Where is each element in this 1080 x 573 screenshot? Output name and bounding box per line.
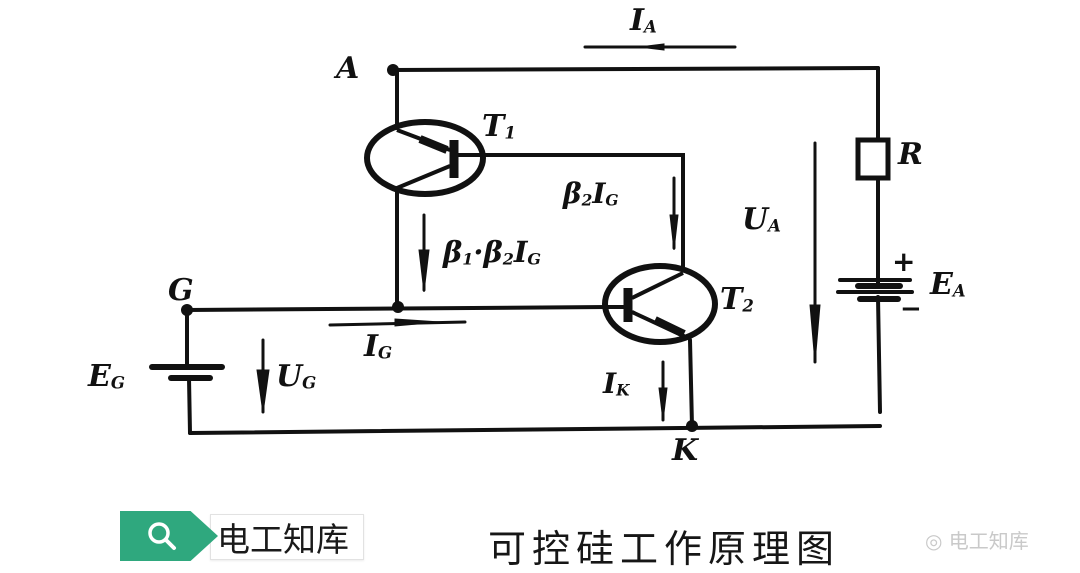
node-g-label: G	[168, 273, 194, 308]
resistor-label: R	[898, 137, 923, 172]
t2-collector-current-label: β2IG	[563, 177, 619, 210]
anode-battery-symbol	[836, 278, 914, 302]
search-badge-label: 电工知库	[210, 514, 364, 560]
search-badge[interactable]: 电工知库	[120, 511, 364, 561]
t1-transistor-symbol	[364, 119, 486, 197]
cathode-current-label: IK	[603, 367, 630, 400]
gate-source-label: EG	[88, 359, 125, 394]
resistor-symbol	[855, 137, 891, 181]
search-icon	[148, 522, 176, 550]
t2-label: T2	[720, 282, 754, 317]
minus-sign: −	[900, 294, 922, 324]
node-k-label: K	[672, 433, 699, 468]
t2-transistor-symbol	[602, 263, 718, 345]
node-a-label: A	[336, 51, 360, 86]
watermark: ◎ 电工知库	[925, 529, 1029, 553]
node-k-dot	[686, 420, 698, 432]
cathode-wire	[188, 424, 882, 435]
anode-source-label: EA	[930, 267, 966, 302]
gate-current-label: IG	[364, 329, 393, 364]
node-a-dot	[387, 64, 399, 76]
junction-dot	[392, 301, 404, 313]
gate-battery-symbol	[149, 364, 225, 381]
search-badge-icon-box	[120, 511, 218, 561]
right-rail-bottom	[876, 295, 882, 414]
plus-sign: +	[892, 245, 916, 278]
anode-wire	[390, 66, 880, 72]
anode-voltage-label: UA	[742, 202, 781, 237]
t2-emitter-wire	[688, 338, 694, 428]
gate-voltage-label: UG	[276, 359, 317, 394]
anode-current-label: IA	[630, 3, 657, 38]
figure-caption: 可控硅工作原理图	[488, 527, 841, 571]
t1-label: T1	[482, 109, 516, 144]
t1-base-wire	[483, 153, 685, 272]
gate-source-bottom-wire	[187, 376, 192, 435]
node-g-dot	[181, 304, 193, 316]
t1-current-label: β1·β2IG	[443, 235, 542, 269]
